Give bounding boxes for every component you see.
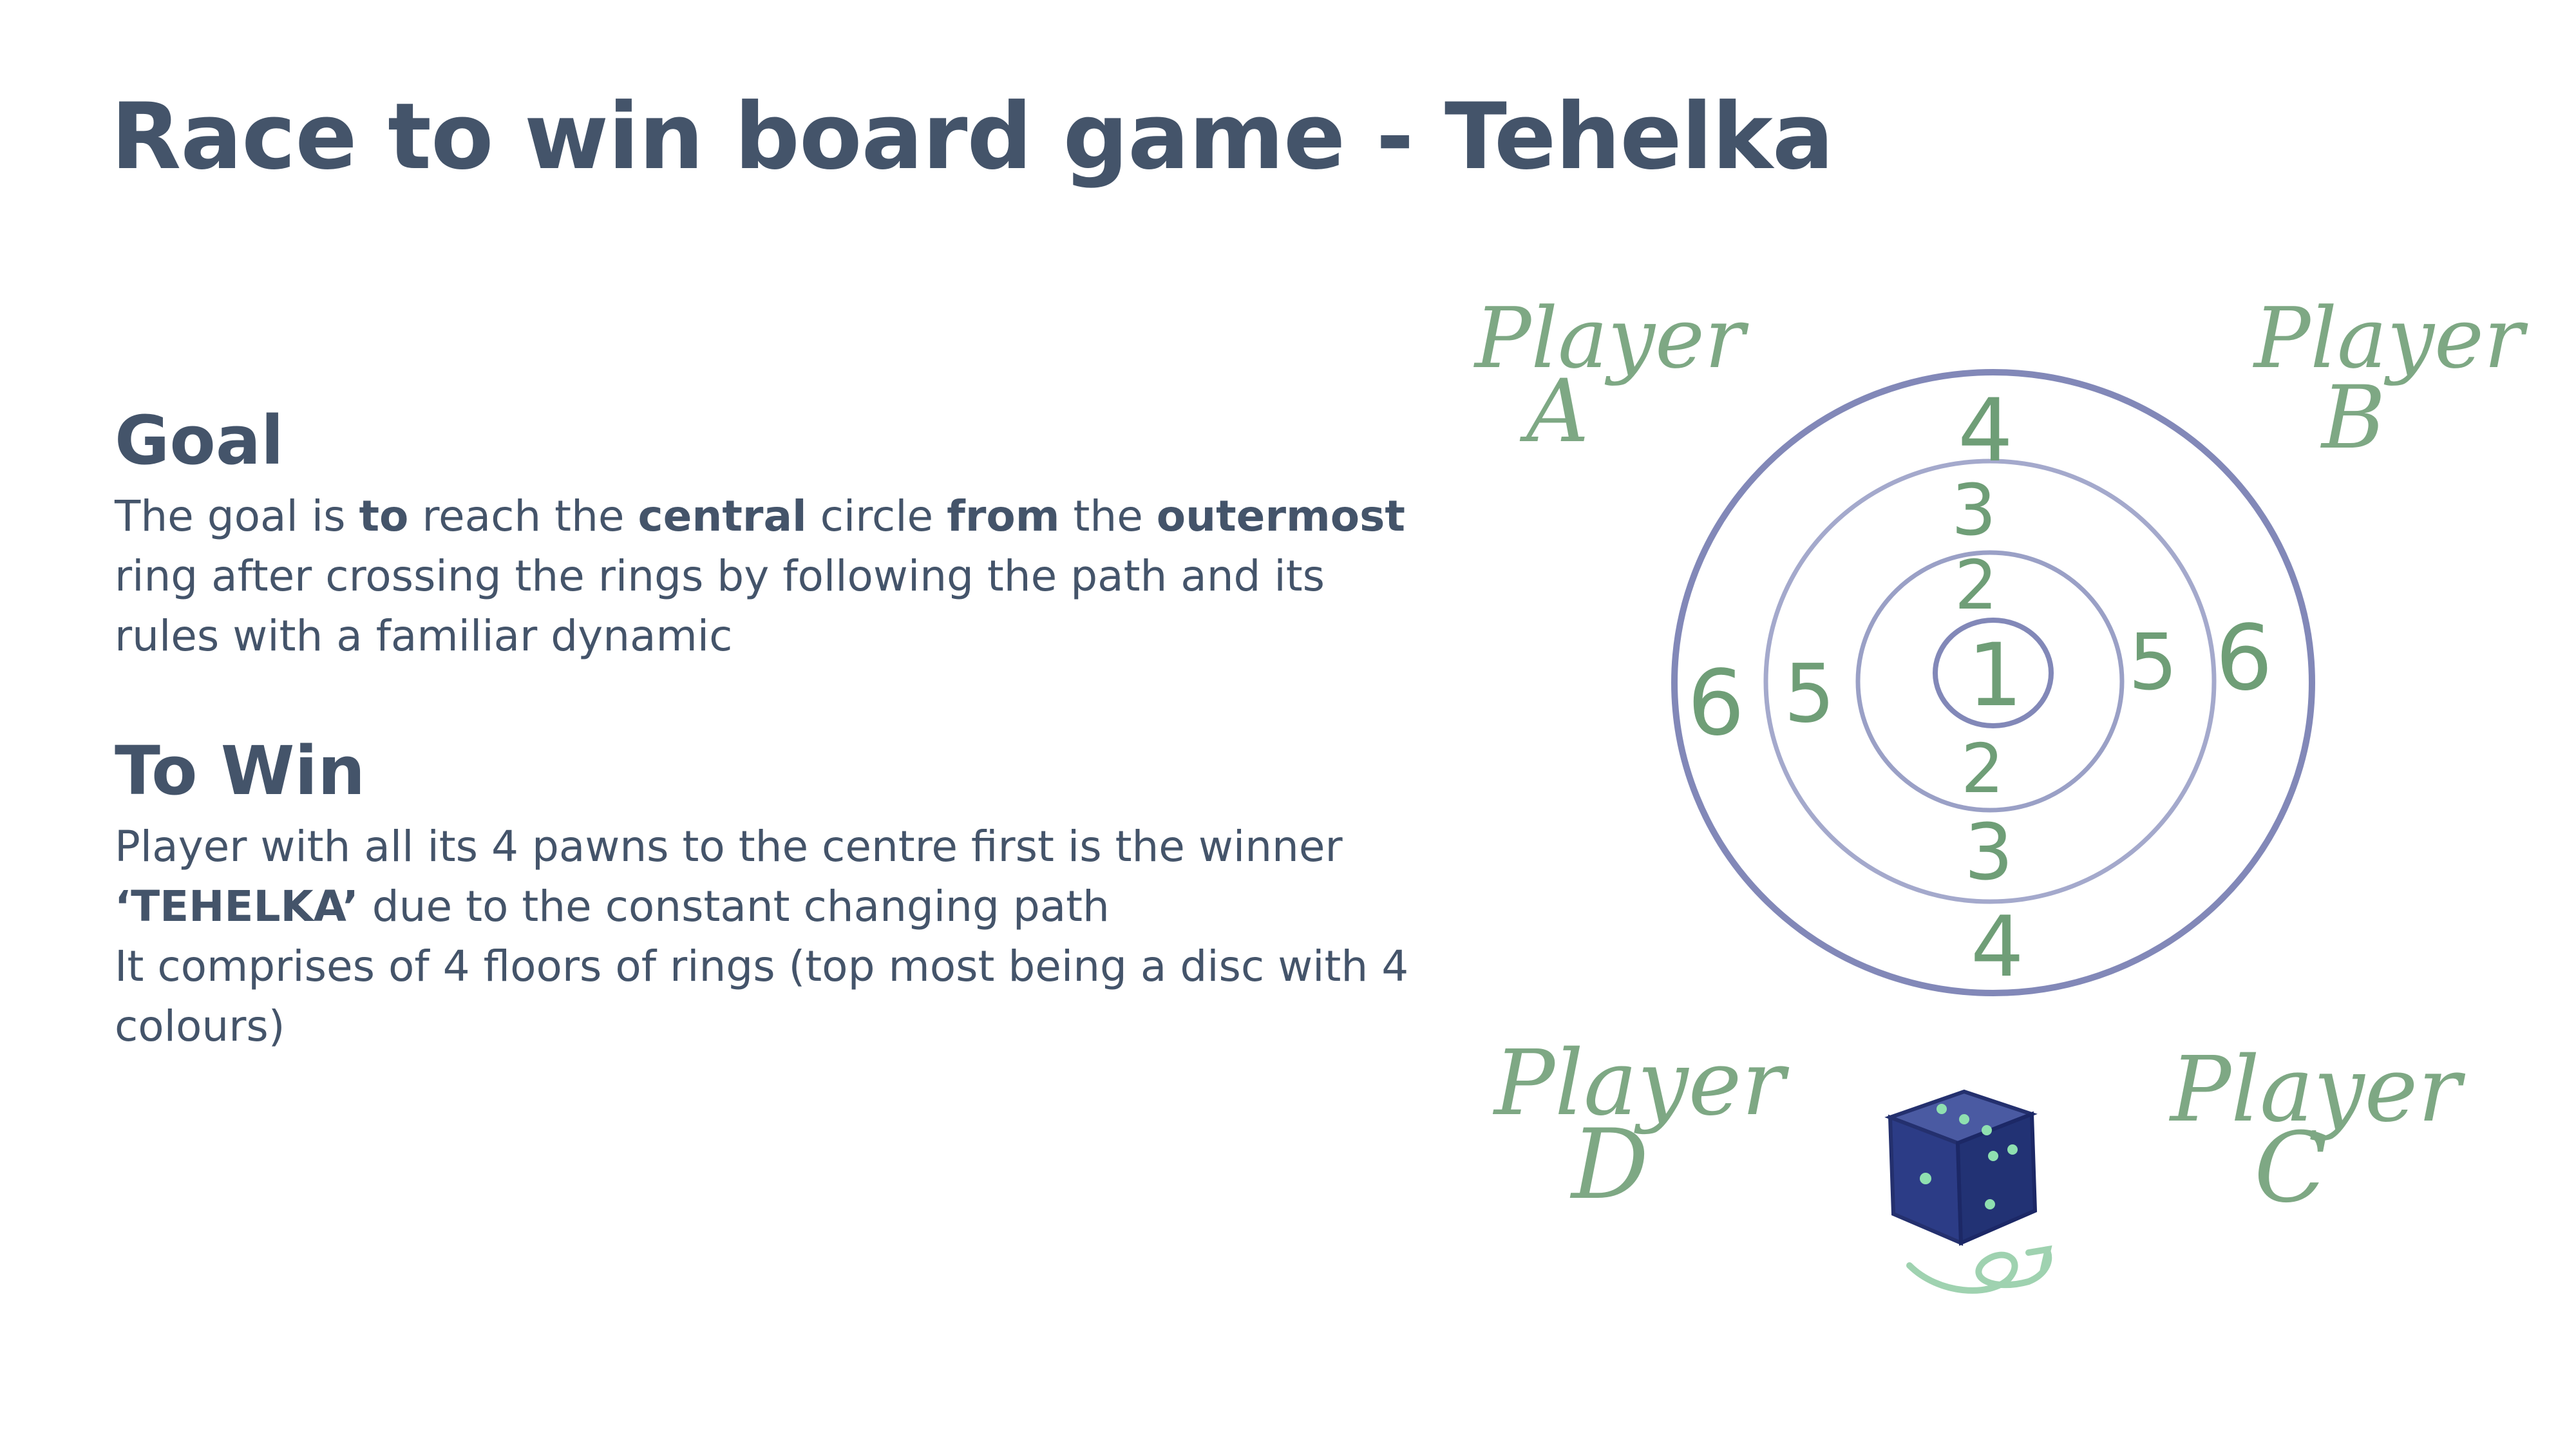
player-d-letter: D (1569, 1109, 1649, 1221)
player-a-word: Player (1473, 289, 1749, 387)
goal-line-3: rules with a familiar dynamic (115, 611, 733, 661)
ring-number-right-6: 6 (2215, 606, 2273, 711)
second-ring (1855, 550, 2125, 813)
ring-number-left-5: 5 (1784, 647, 1835, 741)
rotate-arrow-icon (1906, 1245, 2052, 1294)
center-circle (1933, 618, 2054, 728)
ring-number-top-4: 4 (1958, 380, 2013, 481)
to-win-heading: To Win (115, 732, 366, 810)
player-a-letter: A (1519, 361, 1589, 462)
ring-number-right-5: 5 (2128, 618, 2177, 708)
goal-section: Goal The goal is to reach the central ci… (115, 401, 1405, 666)
goal-line-2: ring after crossing the rings by followi… (115, 551, 1325, 601)
player-c-letter: C (2254, 1112, 2328, 1224)
ring-number-top-3: 3 (1951, 469, 1996, 551)
ring-number-left-6: 6 (1687, 651, 1745, 756)
player-b-letter: B (2320, 367, 2385, 468)
die-icon (1884, 1089, 2038, 1246)
goal-text: The goal is to reach the central circle … (115, 486, 1405, 666)
to-win-line-2: ‘TEHELKA’ due to the constant changing p… (115, 881, 1110, 931)
player-c-label: Player C (2168, 1037, 2465, 1224)
player-b-label: Player B (2253, 289, 2528, 468)
ring-number-center-1: 1 (1967, 625, 2023, 726)
goal-heading: Goal (115, 401, 284, 480)
player-c-word: Player (2168, 1037, 2465, 1142)
slide-title: Race to win board game - Tehelka (111, 84, 1834, 190)
ring-number-bottom-3: 3 (1964, 808, 2013, 898)
to-win-line-4: colours) (115, 1001, 285, 1051)
outer-ring (1671, 369, 2315, 996)
third-ring (1763, 459, 2217, 904)
ring-number-bottom-4: 4 (1971, 898, 2024, 996)
to-win-line-1: Player with all its 4 pawns to the centr… (115, 821, 1343, 871)
player-a-label: Player A (1473, 289, 1749, 462)
player-d-label: Player D (1492, 1031, 1789, 1221)
to-win-line-3: It comprises of 4 floors of rings (top m… (115, 941, 1409, 991)
ring-number-top-2: 2 (1955, 546, 1998, 625)
goal-line-1: The goal is to reach the central circle … (115, 491, 1405, 541)
player-d-word: Player (1492, 1031, 1789, 1136)
ring-number-bottom-2: 2 (1961, 730, 2004, 808)
to-win-section: To Win Player with all its 4 pawns to th… (115, 731, 1409, 1056)
to-win-text: Player with all its 4 pawns to the centr… (115, 817, 1409, 1056)
player-b-word: Player (2253, 289, 2528, 387)
